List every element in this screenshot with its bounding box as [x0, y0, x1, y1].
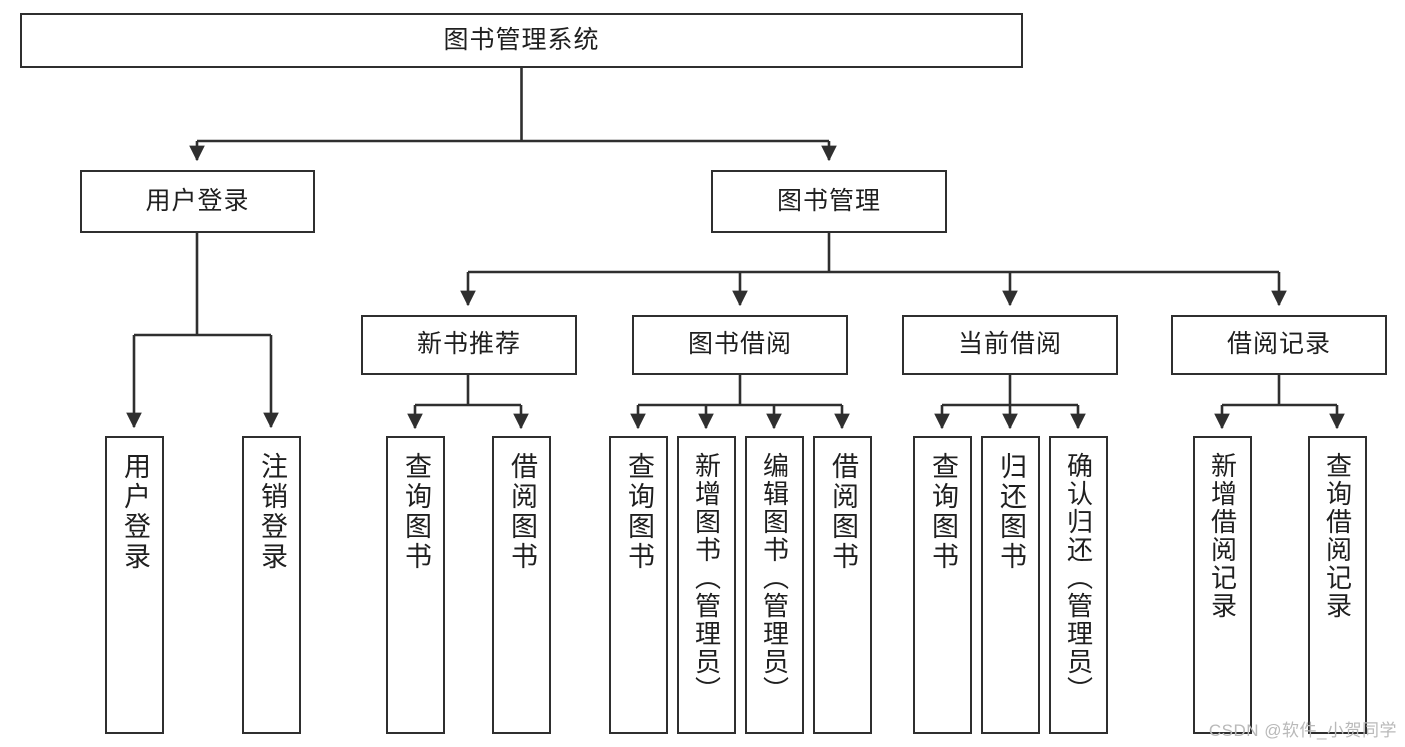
node-leaf-add-record[interactable]: 新增借阅记录 [1193, 436, 1252, 734]
node-book-borrow[interactable]: 图书借阅 [632, 315, 848, 375]
node-leaf-borrow-book-1[interactable]: 借阅图书 [492, 436, 551, 734]
node-label: 查询图书 [401, 452, 431, 572]
node-label: 编辑图书（管理员） [759, 452, 790, 704]
node-label: 当前借阅 [957, 330, 1062, 359]
node-leaf-confirm-return[interactable]: 确认归还（管理员） [1049, 436, 1108, 734]
node-leaf-query-book-1[interactable]: 查询图书 [386, 436, 445, 734]
node-leaf-borrow-book-2[interactable]: 借阅图书 [813, 436, 872, 734]
node-label: 新增借阅记录 [1207, 452, 1238, 620]
node-label: 图书管理系统 [443, 25, 600, 54]
node-book-management[interactable]: 图书管理 [711, 170, 947, 233]
node-label: 归还图书 [996, 452, 1026, 572]
node-leaf-edit-book[interactable]: 编辑图书（管理员） [745, 436, 804, 734]
node-user-login[interactable]: 用户登录 [80, 170, 315, 233]
node-leaf-logout-login[interactable]: 注销登录 [242, 436, 301, 734]
node-borrow-record[interactable]: 借阅记录 [1171, 315, 1387, 375]
node-label: 用户登录 [145, 186, 250, 215]
node-label: 借阅图书 [828, 452, 858, 572]
node-label: 借阅图书 [507, 452, 537, 572]
node-label: 查询图书 [624, 452, 654, 572]
node-label: 用户登录 [120, 452, 150, 572]
node-label: 确认归还（管理员） [1063, 452, 1094, 704]
node-leaf-return-book[interactable]: 归还图书 [981, 436, 1040, 734]
node-label: 新书推荐 [416, 330, 521, 359]
node-leaf-add-book[interactable]: 新增图书（管理员） [677, 436, 736, 734]
node-leaf-query-book-2[interactable]: 查询图书 [609, 436, 668, 734]
node-label: 图书借阅 [687, 330, 792, 359]
node-label: 注销登录 [257, 452, 287, 572]
node-root-book-management-system[interactable]: 图书管理系统 [20, 13, 1023, 68]
node-label: 查询图书 [928, 452, 958, 572]
node-leaf-query-record[interactable]: 查询借阅记录 [1308, 436, 1367, 734]
node-leaf-query-book-3[interactable]: 查询图书 [913, 436, 972, 734]
node-leaf-user-login[interactable]: 用户登录 [105, 436, 164, 734]
node-label: 借阅记录 [1226, 330, 1331, 359]
node-current-borrow[interactable]: 当前借阅 [902, 315, 1118, 375]
node-new-book-recommend[interactable]: 新书推荐 [361, 315, 577, 375]
node-label: 图书管理 [776, 186, 881, 215]
csdn-watermark: CSDN @软件_小贺同学 [1208, 721, 1397, 740]
node-label: 查询借阅记录 [1322, 452, 1353, 620]
node-label: 新增图书（管理员） [691, 452, 722, 704]
